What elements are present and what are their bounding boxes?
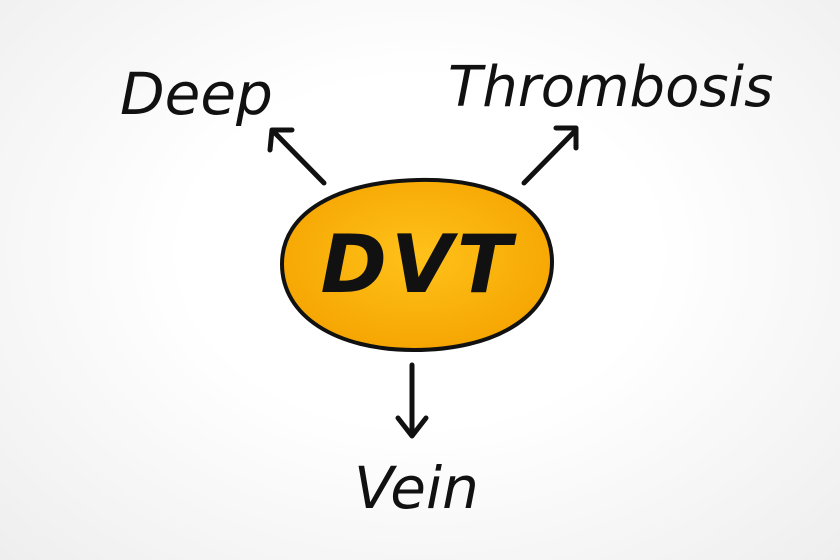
center-label: DVT — [321, 218, 517, 311]
arrow-to-deep — [267, 127, 327, 186]
branch-label-vein: Vein — [354, 454, 479, 522]
center-node: DVT — [279, 177, 555, 353]
branch-label-deep: Deep — [120, 60, 273, 128]
branch-label-thrombosis: Thrombosis — [448, 55, 773, 120]
center-oval — [279, 177, 555, 353]
arrow-to-thrombosis — [521, 125, 579, 186]
arrow-to-vein — [395, 362, 429, 439]
